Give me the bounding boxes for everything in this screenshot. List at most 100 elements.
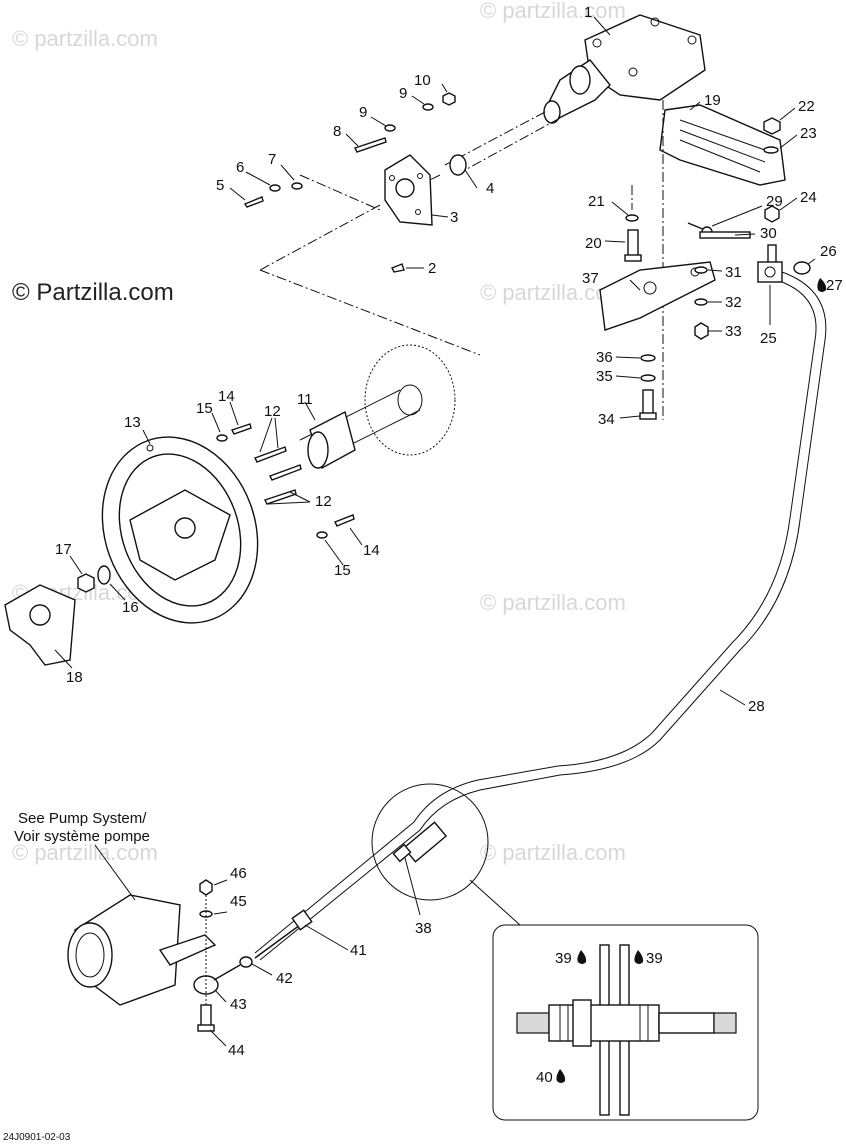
callout-11: 11: [297, 391, 313, 408]
rod-30: [699, 231, 751, 239]
callout-29: 29: [766, 193, 783, 210]
callout-26: 26: [820, 243, 837, 260]
callout-13: 13: [124, 414, 141, 431]
callout-46: 46: [230, 865, 247, 882]
diagram-code: 24J0901-02-03: [3, 1132, 71, 1143]
washer-7: [291, 182, 303, 190]
washer-16: [97, 565, 111, 585]
center-cap: [4, 584, 76, 666]
washer-15a: [216, 434, 228, 442]
callout-38: 38: [415, 920, 432, 937]
nut-46: [199, 879, 213, 896]
lubricant-drop-icon: [817, 278, 827, 292]
callout-10: 10: [414, 72, 431, 89]
callout-6: 6: [236, 159, 244, 176]
watermark: © partzilla.com: [480, 590, 626, 615]
callout-30: 30: [760, 225, 777, 242]
callout-23: 23: [800, 125, 817, 142]
support-bracket: [659, 104, 786, 186]
washer-9: [422, 103, 434, 111]
washer-6: [269, 184, 281, 192]
callout-labels: 1 2 3 4 5 6 7 8 9 9 10 11 12 12 13 14 14…: [55, 4, 843, 1086]
bushing-4: [449, 154, 467, 176]
steering-hub: [307, 410, 356, 470]
callout-39a: 39: [555, 950, 572, 967]
watermark: © partzilla.com: [12, 26, 158, 51]
screw-5: [243, 196, 264, 208]
nut-26: [793, 261, 811, 275]
screw-12b: [269, 464, 302, 481]
screw-14a: [231, 423, 252, 435]
callout-39b: 39: [646, 950, 663, 967]
callout-44: 44: [228, 1042, 245, 1059]
callout-36: 36: [596, 349, 613, 366]
leader-lines: [54, 16, 816, 1047]
callout-34: 34: [598, 411, 615, 428]
cable-end-25: [757, 261, 783, 283]
pump-system-note-line2: Voir système pompe: [14, 828, 150, 845]
washer-31: [694, 266, 708, 274]
washer-9b: [384, 124, 396, 132]
detail-circle: [371, 783, 489, 901]
callout-45: 45: [230, 893, 247, 910]
callout-31: 31: [725, 264, 742, 281]
callout-4: 4: [486, 180, 494, 197]
callout-9a: 9: [359, 104, 367, 121]
callout-1: 1: [584, 4, 592, 21]
callout-2: 2: [428, 260, 436, 277]
callout-16: 16: [122, 599, 139, 616]
callout-21: 21: [588, 193, 605, 210]
callout-24: 24: [800, 189, 817, 206]
screw-12a: [254, 446, 287, 463]
callout-12b: 12: [315, 493, 332, 510]
washer-36: [640, 354, 656, 362]
ball-joint-43: [193, 964, 241, 995]
callout-14b: 14: [363, 542, 380, 559]
callout-32: 32: [725, 294, 742, 311]
washer-35: [640, 374, 656, 382]
watermark-layer: © partzilla.com © partzilla.com © partzi…: [12, 0, 626, 865]
callout-15a: 15: [196, 400, 213, 417]
callout-5: 5: [216, 177, 224, 194]
lubricant-drop-icon: [577, 950, 587, 964]
bolt-8: [354, 137, 387, 153]
watermark: © partzilla.com: [12, 840, 158, 865]
callout-37: 37: [582, 270, 599, 287]
callout-25: 25: [760, 330, 777, 347]
watermark: © partzilla.com: [480, 840, 626, 865]
pump-system-note-line1: See Pump System/: [18, 810, 147, 827]
lubricant-drop-icon: [634, 950, 644, 964]
bolt-20: [624, 229, 642, 262]
callout-33: 33: [725, 323, 742, 340]
callout-15b: 15: [334, 562, 351, 579]
cable-fitting-38: [392, 821, 448, 863]
callout-28: 28: [748, 698, 765, 715]
callout-20: 20: [585, 235, 602, 252]
callout-18: 18: [66, 669, 83, 686]
steering-column-housing: [543, 14, 706, 124]
callout-43: 43: [230, 996, 247, 1013]
washer-15b: [316, 531, 328, 539]
nut-24: [764, 205, 780, 223]
screw-14b: [334, 514, 355, 527]
detail-box: [492, 924, 759, 1121]
callout-7: 7: [268, 151, 276, 168]
cable-rod-41: [254, 909, 313, 959]
fitting-42: [239, 956, 253, 968]
nut-17: [77, 573, 95, 593]
mounting-plate: [384, 154, 433, 226]
bolt-44: [197, 1004, 215, 1032]
callout-35: 35: [596, 368, 613, 385]
steering-wheel: [101, 436, 259, 624]
lubricant-drop-icon: [556, 1069, 566, 1083]
lever-37: [599, 261, 716, 331]
nut-33: [694, 322, 709, 340]
callout-42: 42: [276, 970, 293, 987]
bolt-34: [639, 389, 657, 420]
nut-10: [442, 92, 456, 106]
callout-9b: 9: [399, 85, 407, 102]
washer-21: [625, 214, 639, 222]
callout-12a: 12: [264, 403, 281, 420]
watermark-primary: © Partzilla.com: [12, 279, 174, 306]
